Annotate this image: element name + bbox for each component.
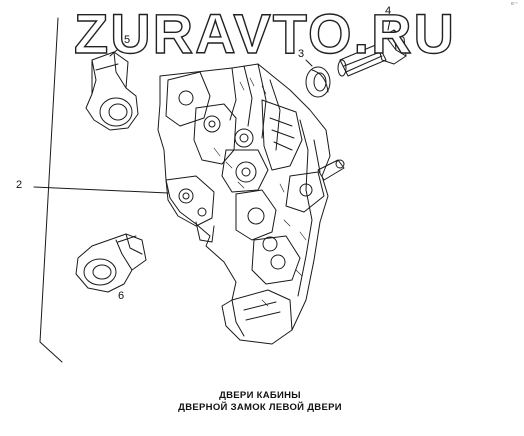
part-6-connector bbox=[75, 233, 147, 293]
caption-title: ДВЕРИ КАБИНЫ bbox=[219, 390, 301, 401]
leader-line-2 bbox=[33, 186, 169, 194]
leader-line-5 bbox=[109, 43, 125, 57]
corner-mark: ᵉ⁻ bbox=[511, 0, 519, 9]
callout-2: 2 bbox=[16, 179, 23, 191]
leader-line-3 bbox=[305, 59, 313, 67]
callout-5: 5 bbox=[124, 34, 131, 46]
callout-6: 6 bbox=[118, 290, 125, 302]
part-5-clip bbox=[85, 51, 139, 131]
watermark-logo: ZURAVTO.RU bbox=[73, 2, 456, 65]
caption-subtitle: ДВЕРНОЙ ЗАМОК ЛЕВОЙ ДВЕРИ bbox=[178, 402, 342, 413]
part-4-bolt bbox=[337, 29, 407, 77]
part-3-washer bbox=[305, 66, 331, 98]
frame-leader-line bbox=[39, 17, 63, 363]
leader-line-4 bbox=[387, 19, 391, 31]
callout-4: 4 bbox=[385, 5, 392, 17]
part-2-lock-body bbox=[157, 63, 345, 345]
callout-3: 3 bbox=[298, 48, 305, 60]
